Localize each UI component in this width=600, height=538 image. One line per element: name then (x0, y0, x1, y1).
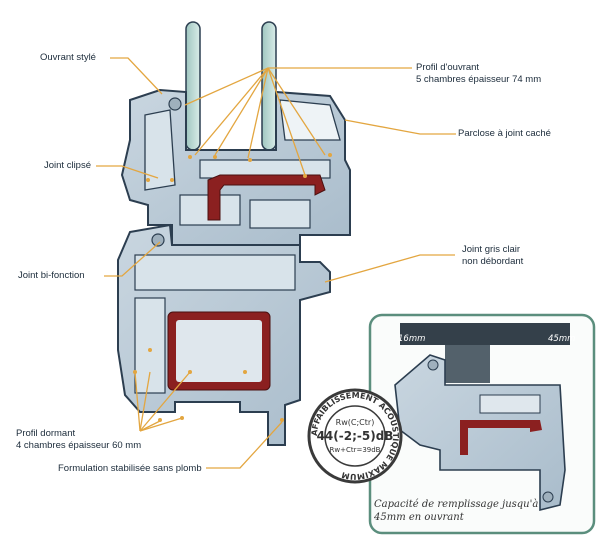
inset-detail (394, 323, 570, 512)
label-joint-gris: Joint gris clair non débordant (462, 244, 524, 267)
label-ouvrant-style: Ouvrant stylé (40, 52, 96, 63)
inset-dim-right: 45mm (548, 334, 576, 344)
sash-reinforcement (207, 174, 326, 221)
inset-caption: Capacité de remplissage jusqu'à 45mm en … (374, 499, 539, 523)
leader-lines (96, 57, 456, 469)
label-formulation: Formulation stabilisée sans plomb (58, 463, 202, 474)
glazing (185, 21, 277, 151)
label-profil-dormant: Profil dormant 4 chambres épaisseur 60 m… (16, 428, 142, 451)
label-joint-bi-fonction: Joint bi-fonction (18, 270, 85, 281)
frame-reinforcement (167, 311, 271, 391)
label-joint-clipse: Joint clipsé (44, 160, 91, 171)
acoustic-stamp (307, 388, 403, 484)
inset-dim-left: 16mm (398, 334, 426, 344)
sash-profile (120, 88, 351, 286)
label-profil-ouvrant: Profil d'ouvrant 5 chambres épaisseur 74… (416, 62, 542, 85)
label-parclose: Parclose à joint caché (458, 128, 551, 139)
